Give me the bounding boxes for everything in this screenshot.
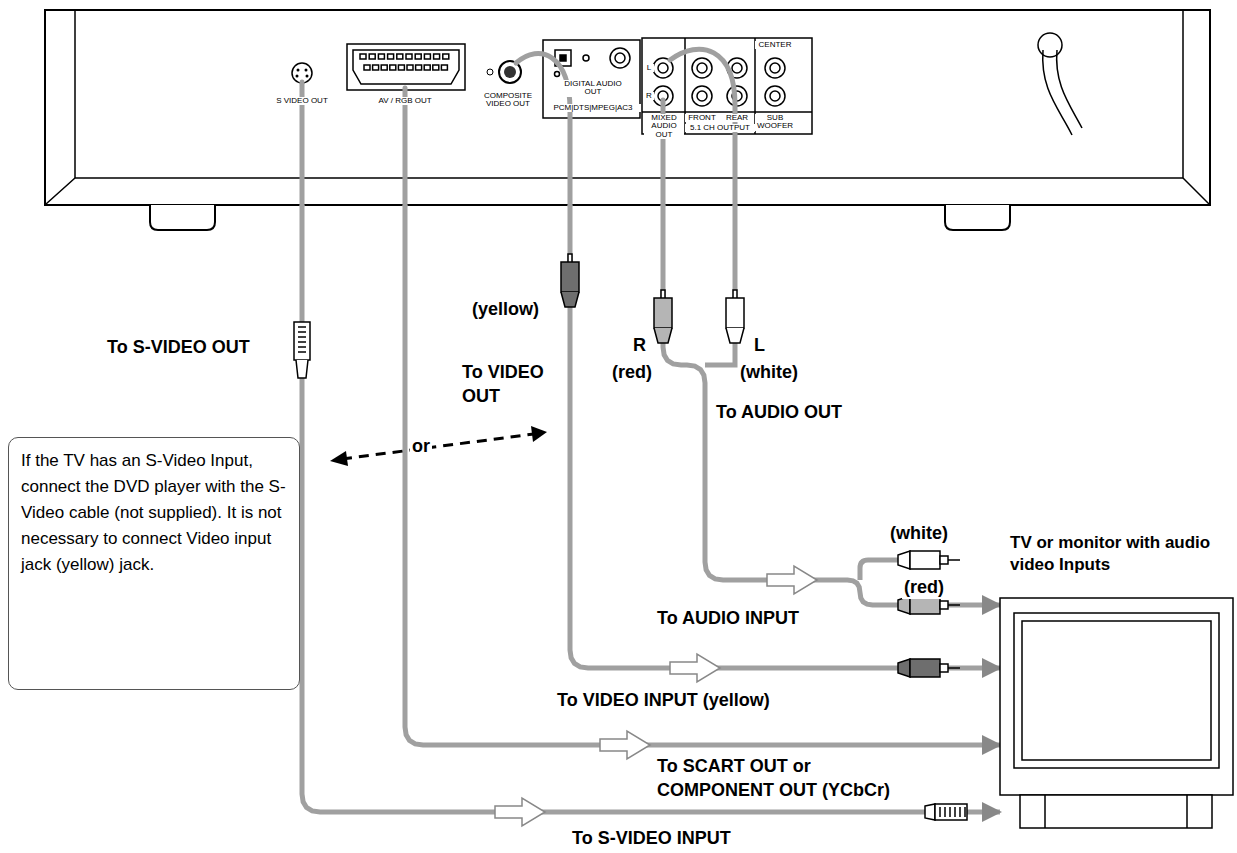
color-label: (white) bbox=[888, 521, 950, 545]
tv-frame bbox=[1000, 598, 1233, 828]
direction-arrow bbox=[670, 654, 720, 682]
connection-label: To SCART OUT or COMPONENT OUT (YCbCr) bbox=[655, 754, 899, 802]
cable-connector bbox=[302, 205, 1000, 812]
cable-connector bbox=[405, 205, 1000, 745]
note-box: If the TV has an S-Video Input, connect … bbox=[8, 437, 300, 690]
rca-plug bbox=[898, 551, 960, 569]
panel-label: L bbox=[644, 64, 654, 72]
panel-label: CENTER bbox=[755, 41, 795, 49]
panel-label: AV / RGB OUT bbox=[370, 97, 440, 105]
color-label: (red) bbox=[902, 575, 946, 599]
cable-label: To S-VIDEO OUT bbox=[105, 335, 252, 359]
panel-label: DIGITAL AUDIO OUT bbox=[558, 80, 628, 97]
cable-label: To AUDIO OUT bbox=[714, 400, 844, 424]
panel-label: FRONT bbox=[685, 114, 719, 122]
rca-plug bbox=[654, 290, 672, 343]
direction-arrow bbox=[495, 798, 545, 826]
device-heading: TV or monitor with audio video Inputs bbox=[1010, 532, 1230, 576]
direction-arrow bbox=[600, 731, 650, 759]
panel-label: PCM|DTS|MPEG|AC3 bbox=[545, 104, 641, 112]
color-label: (white) bbox=[738, 360, 800, 384]
panel-label: 5.1 CH OUTPUT bbox=[685, 124, 755, 132]
s-video-plug bbox=[294, 322, 310, 378]
connection-label: To AUDIO INPUT bbox=[655, 606, 801, 630]
cable bbox=[302, 49, 735, 205]
channel-label: L bbox=[752, 333, 767, 357]
color-label: (red) bbox=[610, 360, 654, 384]
panel-label: SUB WOOFER bbox=[755, 114, 795, 131]
power-cord bbox=[1038, 33, 1082, 135]
s-video-plug bbox=[925, 804, 967, 820]
panel-label: REAR bbox=[720, 114, 754, 122]
rca-plug bbox=[726, 290, 744, 343]
dvd-player: S VIDEO OUT AV / RGB OUT COMPOSITE VIDEO O… bbox=[45, 10, 1210, 205]
digital-audio-panel bbox=[543, 40, 640, 118]
feet bbox=[150, 205, 1010, 230]
note-text: If the TV has an S-Video Input, connect … bbox=[21, 448, 287, 578]
connection-label: To VIDEO INPUT (yellow) bbox=[555, 688, 772, 712]
scart-connector bbox=[347, 44, 465, 90]
rca-plug bbox=[561, 254, 579, 307]
color-label: (yellow) bbox=[470, 297, 541, 321]
channel-label: R bbox=[631, 333, 648, 357]
panel-label: MIXED AUDIO OUT bbox=[644, 114, 684, 139]
panel-label: COMPOSITE VIDEO OUT bbox=[482, 92, 534, 109]
dvd-housing bbox=[45, 10, 1210, 205]
cable bbox=[705, 205, 900, 580]
panel-label: R bbox=[644, 92, 654, 100]
cable-label: To VIDEO OUT bbox=[460, 360, 564, 409]
or-double-arrow bbox=[330, 426, 547, 466]
tv-monitor: TV or monitor with audio video Inputs bbox=[1000, 598, 1233, 830]
connection-label: To S-VIDEO INPUT bbox=[570, 826, 733, 850]
direction-arrow bbox=[767, 566, 817, 594]
alternative-label: or bbox=[410, 434, 432, 458]
cable-connector bbox=[570, 205, 1000, 668]
rca-plug bbox=[898, 659, 960, 677]
cable-connector bbox=[663, 205, 1000, 605]
panel-label: S VIDEO OUT bbox=[267, 97, 337, 105]
